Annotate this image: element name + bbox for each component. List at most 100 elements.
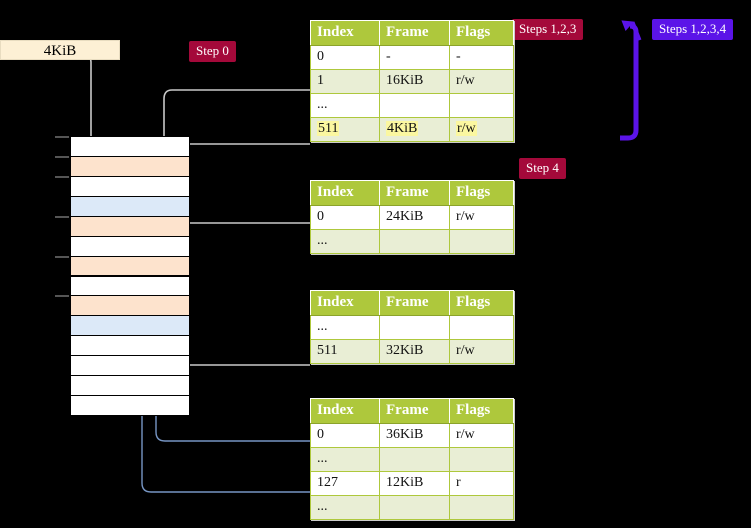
cell-frame: 24KiB [379, 205, 450, 230]
memory-tick-mark [55, 255, 69, 258]
cell-flags: - [449, 45, 514, 70]
badge-steps-1-2-3: Steps 1,2,3 [512, 19, 584, 40]
memory-frame-blue [70, 315, 190, 337]
cell-flags [449, 315, 514, 340]
column-header-frame: Frame [379, 20, 450, 46]
memory-tick-mark [55, 175, 69, 178]
cell-flags [449, 229, 514, 254]
violet-loop-arrow [620, 20, 642, 141]
memory-frame-white [70, 375, 190, 397]
memory-frame-white [70, 235, 190, 257]
badge-step-4: Step 4 [519, 158, 566, 179]
cell-index: ... [310, 315, 380, 340]
cell-flags: r/w [449, 339, 514, 364]
memory-frame-white [70, 395, 190, 416]
cell-flags [449, 447, 514, 472]
table-header-row: Index Frame Flags [310, 398, 514, 424]
table-header-row: Index Frame Flags [310, 180, 514, 206]
badge-steps-1-2-3-4: Steps 1,2,3,4 [652, 19, 734, 40]
memory-frame-blue [70, 195, 190, 217]
cell-frame: 12KiB [379, 471, 450, 496]
cell-index: 127 [310, 471, 380, 496]
column-header-index: Index [310, 180, 380, 206]
memory-frame-orange [70, 255, 190, 277]
physical-memory-column [55, 136, 190, 416]
cell-frame [379, 315, 450, 340]
column-header-flags: Flags [449, 20, 514, 46]
cell-flags: r/w [449, 205, 514, 230]
table-row: 511 4KiB r/w [310, 117, 514, 142]
column-header-flags: Flags [449, 290, 514, 316]
memory-frame-orange [70, 295, 190, 317]
wire-pml4-row511-to-memory [173, 143, 310, 171]
cell-flags: r/w [449, 69, 514, 94]
kib-label-text: 4KiB [43, 43, 77, 59]
cell-flags: r/w [449, 423, 514, 448]
column-header-index: Index [310, 398, 380, 424]
table-row: ... [310, 447, 514, 472]
highlighted-value: r/w [456, 121, 477, 136]
cell-index: ... [310, 447, 380, 472]
memory-tick-mark [55, 295, 69, 298]
cell-index: 1 [310, 69, 380, 94]
cell-flags: r [449, 471, 514, 496]
cell-index: 511 [310, 117, 380, 142]
cell-flags [449, 93, 514, 118]
highlighted-value: 511 [317, 121, 340, 136]
memory-frame-orange [70, 155, 190, 177]
column-header-frame: Frame [379, 180, 450, 206]
memory-frame-white [70, 136, 190, 157]
cell-frame: - [379, 45, 450, 70]
column-header-frame: Frame [379, 398, 450, 424]
memory-tick-mark [55, 155, 69, 158]
cell-index: 0 [310, 205, 380, 230]
cell-index: ... [310, 93, 380, 118]
memory-frame-white [70, 355, 190, 377]
column-header-index: Index [310, 20, 380, 46]
cell-frame [379, 495, 450, 520]
cell-frame: 36KiB [379, 423, 450, 448]
cell-frame: 32KiB [379, 339, 450, 364]
cell-index: 0 [310, 45, 380, 70]
cell-frame [379, 93, 450, 118]
cell-index: 511 [310, 339, 380, 364]
memory-frame-white [70, 275, 190, 297]
table-row: ... [310, 93, 514, 118]
column-header-frame: Frame [379, 290, 450, 316]
table-header-row: Index Frame Flags [310, 20, 514, 46]
table-row: ... [310, 315, 514, 340]
memory-frame-white [70, 335, 190, 357]
memory-frame-orange [70, 215, 190, 237]
cell-index: ... [310, 495, 380, 520]
wire-pdpt-row0-to-memory [173, 222, 310, 266]
memory-tick-mark [55, 136, 69, 138]
column-header-index: Index [310, 290, 380, 316]
cell-frame [379, 447, 450, 472]
column-header-flags: Flags [449, 398, 514, 424]
column-header-flags: Flags [449, 180, 514, 206]
wire-pd-row511-to-memory [167, 314, 310, 366]
table-header-row: Index Frame Flags [310, 290, 514, 316]
cell-frame: 4KiB [379, 117, 450, 142]
cell-index: 0 [310, 423, 380, 448]
cell-frame [379, 229, 450, 254]
cell-flags: r/w [449, 117, 514, 142]
cell-flags [449, 495, 514, 520]
table-row: ... [310, 229, 514, 254]
highlighted-value: 4KiB [386, 121, 419, 136]
memory-frame-white [70, 175, 190, 197]
badge-step-0: Step 0 [189, 41, 236, 62]
